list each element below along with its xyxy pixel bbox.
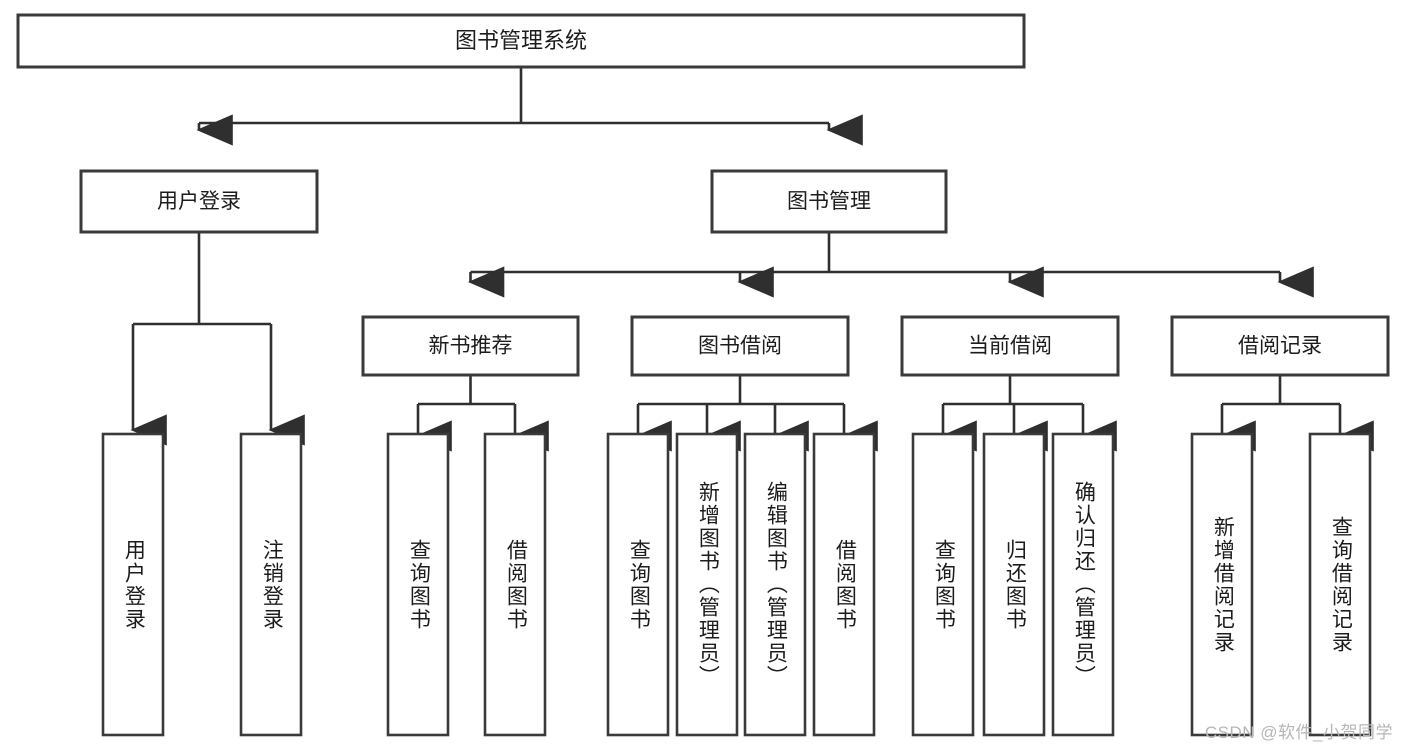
node-group-label-2: 当前借阅: [968, 335, 1052, 358]
leaf-查询图书[interactable]: [911, 432, 975, 737]
csdn-watermark: CSDN @软件_小贺同学: [1204, 723, 1393, 742]
leaf-确认归还管理员[interactable]: [1051, 432, 1115, 737]
node-group-label-1: 图书借阅: [698, 335, 782, 358]
node-group-新书推荐[interactable]: [361, 315, 580, 377]
node-root-图书管理系统[interactable]: [16, 13, 1026, 69]
node-level2-label-0: 用户登录: [157, 190, 241, 213]
node-group-label-3: 借阅记录: [1238, 335, 1322, 358]
node-group-label-0: 新书推荐: [429, 335, 513, 358]
box-layer: [16, 13, 1390, 737]
leaf-归还图书[interactable]: [982, 432, 1046, 737]
leaf-新增图书管理员[interactable]: [675, 432, 739, 737]
connector-layer: [130, 67, 1374, 452]
node-level2-label-1: 图书管理: [787, 190, 871, 213]
leaf-用户登录[interactable]: [101, 432, 165, 737]
node-group-图书借阅[interactable]: [630, 315, 850, 377]
leaf-编辑图书管理员[interactable]: [743, 432, 807, 737]
leaf-注销登录[interactable]: [239, 432, 303, 737]
node-group-当前借阅[interactable]: [900, 315, 1120, 377]
node-root-label: 图书管理系统: [455, 28, 587, 53]
leaf-新增借阅记录[interactable]: [1190, 432, 1254, 737]
leaf-查询图书[interactable]: [606, 432, 670, 737]
leaf-查询借阅记录[interactable]: [1308, 432, 1372, 737]
node-level2-图书管理[interactable]: [710, 169, 948, 234]
leaf-借阅图书[interactable]: [483, 432, 547, 737]
leaf-查询图书[interactable]: [386, 432, 450, 737]
node-group-借阅记录[interactable]: [1170, 315, 1390, 377]
node-level2-用户登录[interactable]: [79, 169, 319, 234]
leaf-借阅图书[interactable]: [812, 432, 876, 737]
